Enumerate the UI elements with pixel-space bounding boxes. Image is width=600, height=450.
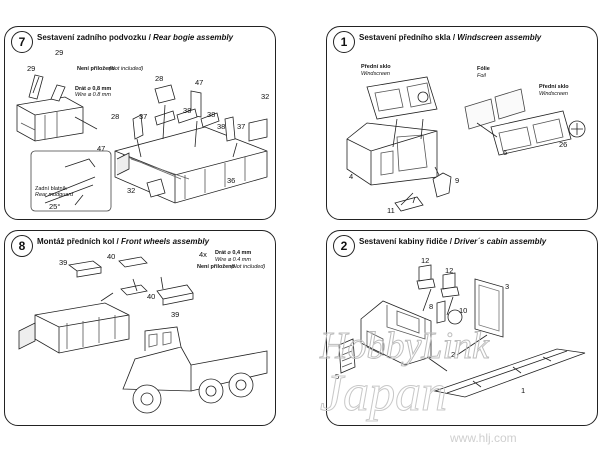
title-english: Driver´s cabin assembly — [454, 237, 547, 246]
panel-title: Montáž předních kol / Front wheels assem… — [37, 237, 209, 246]
part-label: 36 — [227, 176, 236, 185]
part-label: 26 — [559, 140, 568, 149]
windscreen-label: Přední sklo — [361, 64, 391, 70]
mudguard-label-en: Rear mudguard — [35, 192, 74, 198]
part-label: 8 — [429, 302, 434, 311]
quantity-label: 4x — [199, 250, 207, 259]
part-label: 38 — [217, 122, 226, 131]
step-number-badge: 8 — [11, 235, 33, 257]
part-label: 47 — [97, 144, 106, 153]
not-included-label-en: (Not included) — [109, 66, 144, 72]
part-label: 40 — [147, 292, 156, 301]
step-number-badge: 1 — [333, 31, 355, 53]
windscreen-label-en: Windscreen — [361, 71, 390, 77]
step-number-badge: 2 — [333, 235, 355, 257]
panel-title: Sestavení kabiny řidiče / Driver´s cabin… — [359, 237, 546, 246]
title-english: Rear bogie assembly — [153, 33, 234, 42]
part-label: 28 — [155, 74, 164, 83]
part-label: 37 — [139, 112, 148, 121]
not-included-label: Není přiloženo — [77, 66, 115, 72]
part-label: 9 — [455, 176, 460, 185]
not-included-label: Není přiloženo — [197, 264, 235, 270]
foil-label: Fólie — [477, 66, 490, 72]
part-label: 10 — [459, 306, 468, 315]
panel-title: Sestavení předního skla / Windscreen ass… — [359, 33, 541, 42]
part-label: 39 — [171, 310, 180, 319]
part-label: 39 — [59, 258, 68, 267]
title-czech: Sestavení kabiny řidiče / — [359, 237, 452, 246]
part-label: 38 — [183, 106, 192, 115]
panel-title: Sestavení zadního podvozku / Rear bogie … — [37, 33, 233, 42]
panel-step-2: 2 Sestavení kabiny řidiče / Driver´s cab… — [326, 230, 598, 426]
drivers-cabin-drawing — [338, 264, 586, 398]
foil-label-en: Foil — [477, 73, 486, 79]
part-label: 38 — [207, 110, 216, 119]
panel-step-8: 8 Montáž předních kol / Front wheels ass… — [4, 230, 276, 426]
part-label: 32 — [261, 92, 270, 101]
part-label: 12 — [421, 256, 430, 265]
front-wheels-drawing — [18, 256, 268, 414]
not-included-label-en: (Not included) — [231, 264, 266, 270]
part-label: 11 — [387, 206, 395, 215]
watermark-url: www.hlj.com — [449, 431, 517, 445]
panel-step-1: 1 Sestavení předního skla / Windscreen a… — [326, 26, 598, 220]
part-label: 28 — [111, 112, 120, 121]
part-label: 5 — [335, 372, 340, 381]
part-label: 4 — [349, 172, 354, 181]
title-czech: Sestavení zadního podvozku / — [37, 33, 151, 42]
part-label: 6 — [503, 148, 508, 157]
part-label: 32 — [127, 186, 136, 195]
windscreen-label-2: Přední sklo — [539, 84, 569, 90]
wire-label: Drát ⌀ 0,8 mm — [75, 86, 112, 92]
part-label: 29 — [55, 48, 64, 57]
wire-label: Drát ⌀ 0,4 mm — [215, 250, 252, 256]
wire-label-en: Wire ⌀ 0.8 mm — [75, 92, 111, 98]
mudguard-label: Zadní blatník — [35, 186, 67, 192]
step-number-badge: 7 — [11, 31, 33, 53]
part-label: 12 — [445, 266, 454, 275]
title-czech: Sestavení předního skla / — [359, 33, 456, 42]
part-label: 1 — [521, 386, 526, 395]
windscreen-drawing — [346, 76, 586, 212]
wire-label-en: Wire ⌀ 0.4 mm — [215, 257, 251, 263]
part-label: 3 — [505, 282, 510, 291]
rear-bogie-drawing — [16, 74, 268, 212]
part-label: 2 — [451, 350, 456, 359]
part-label: 40 — [107, 252, 116, 261]
panel-step-7: 7 Sestavení zadního podvozku / Rear bogi… — [4, 26, 276, 220]
title-english: Windscreen assembly — [457, 33, 542, 42]
part-label: 37 — [237, 122, 246, 131]
windscreen-label-2-en: Windscreen — [539, 91, 568, 97]
title-english: Front wheels assembly — [121, 237, 210, 246]
angle-label: 25° — [49, 202, 61, 211]
title-czech: Montáž předních kol / — [37, 237, 119, 246]
part-label: 29 — [27, 64, 36, 73]
part-label: 47 — [195, 78, 204, 87]
